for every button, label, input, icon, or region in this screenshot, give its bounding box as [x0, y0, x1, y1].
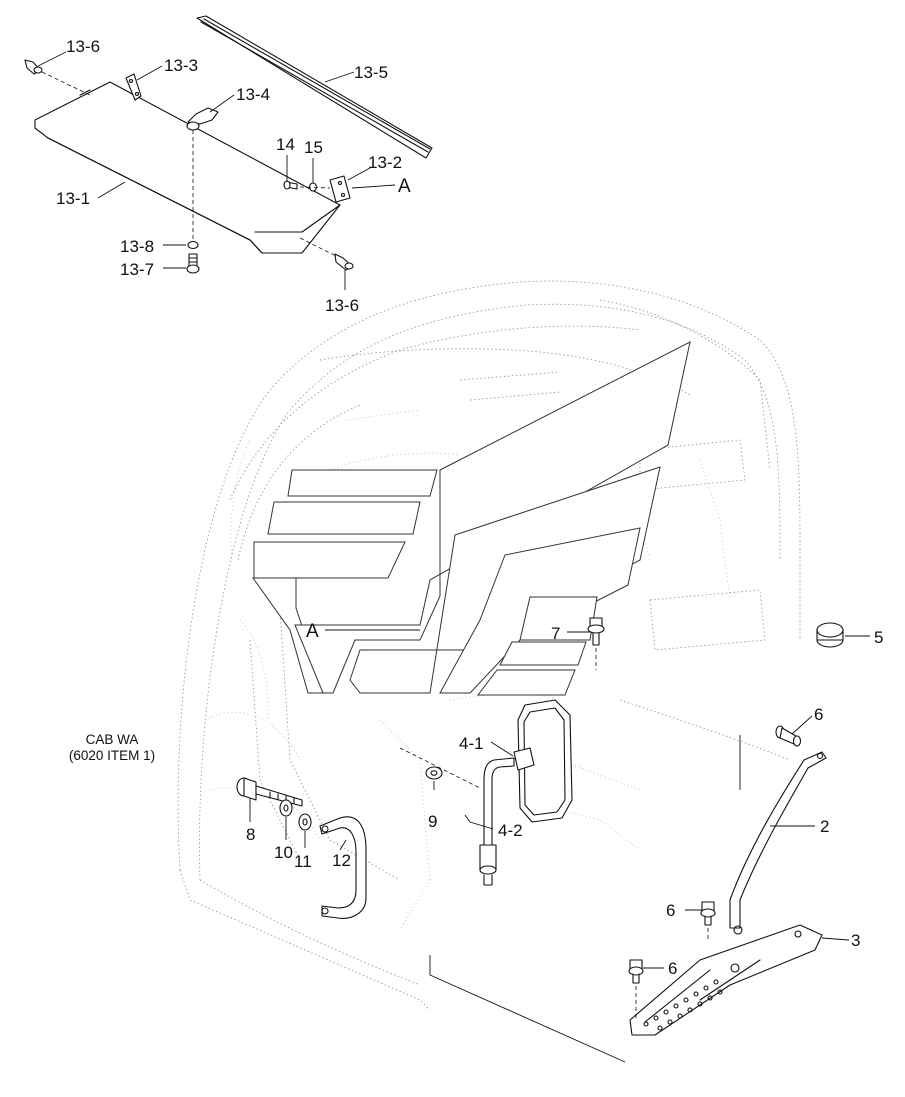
step-bracket-3: [629, 924, 823, 1036]
cab-reference-note: CAB WA (6020 ITEM 1): [69, 732, 155, 763]
visor-assembly: [24, 15, 433, 274]
callout-labels: 13-6 13-3 13-5 13-4 14 15 13-2 A 13-1 13…: [56, 37, 883, 978]
note-line-1: CAB WA: [86, 732, 139, 747]
callout-15: 15: [304, 138, 323, 157]
cab-bracket-line: [429, 955, 626, 1063]
screw-13-7: [186, 253, 200, 274]
callout-12: 12: [332, 851, 351, 870]
callout-13-1: 13-1: [56, 189, 90, 208]
bolt-13-6-top: [24, 59, 91, 96]
washer-9: [425, 766, 443, 780]
callout-13-6-top: 13-6: [66, 37, 100, 56]
leader-4-2: [464, 814, 494, 830]
washer-11: [298, 813, 312, 831]
bolt-8: [236, 777, 303, 807]
callout-4-2: 4-2: [498, 821, 523, 840]
callout-13-5: 13-5: [354, 63, 388, 82]
bolt-6-bottom: [628, 959, 644, 1018]
callout-a-cab: A: [306, 621, 319, 642]
note-line-2: (6020 ITEM 1): [69, 748, 155, 763]
mirror-assembly: [399, 699, 573, 886]
plate-13-2: [329, 175, 351, 203]
bolt-6-top: [775, 725, 802, 747]
callout-11: 11: [294, 852, 312, 871]
callout-13-2: 13-2: [368, 153, 402, 172]
leader-3: [821, 937, 850, 941]
leader-12: [339, 839, 347, 851]
window-panels: [252, 341, 691, 696]
handrail-2: [729, 751, 827, 929]
step-holes: [643, 979, 723, 1031]
callout-10: 10: [274, 843, 293, 862]
washer-10: [279, 799, 293, 817]
callout-2: 2: [820, 817, 829, 836]
callout-6-bottom: 6: [668, 959, 677, 978]
callout-13-3: 13-3: [164, 56, 198, 75]
callout-13-7: 13-7: [120, 260, 154, 279]
leader-6-top: [791, 715, 813, 735]
callout-13-4: 13-4: [236, 85, 270, 104]
grab-handle-12: [319, 816, 367, 919]
callout-13-6-bottom: 13-6: [325, 296, 359, 315]
callout-13-8: 13-8: [120, 237, 154, 256]
callout-a-top: A: [398, 176, 411, 197]
cap-5: [816, 622, 844, 648]
bolt-13-6-bottom: [299, 237, 354, 271]
callout-7: 7: [551, 624, 560, 643]
callout-14: 14: [276, 135, 295, 154]
callout-6-top: 6: [814, 705, 823, 724]
callout-3: 3: [851, 931, 860, 950]
mirror-4-1: [517, 699, 573, 823]
bolt-7: [587, 617, 605, 670]
visor-leaders: [37, 51, 396, 290]
visor-body: [34, 81, 341, 254]
callout-6-mid: 6: [666, 901, 675, 920]
callout-9: 9: [428, 812, 437, 831]
washer-13-8: [187, 240, 199, 250]
callout-4-1: 4-1: [459, 734, 484, 753]
bolt-6-mid: [700, 901, 716, 940]
leader-4-1: [490, 741, 514, 757]
callout-8: 8: [246, 825, 255, 844]
callout-5: 5: [874, 628, 883, 647]
